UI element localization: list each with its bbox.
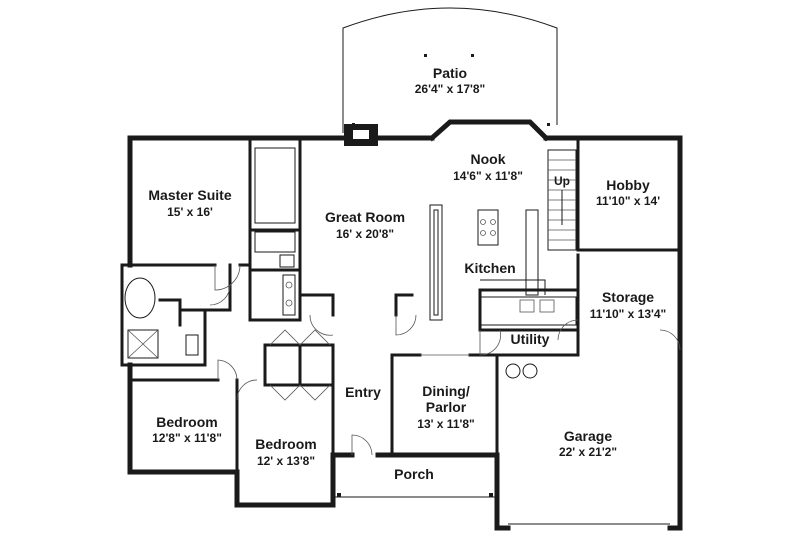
nook-name: Nook (471, 151, 506, 167)
garage-fixtures (505, 363, 670, 525)
kitchen-name: Kitchen (464, 260, 515, 276)
dining-name: Dining/ (422, 383, 470, 399)
fireplace (344, 124, 378, 146)
bedroom-1-name: Bedroom (156, 414, 217, 430)
patio-dims: 26'4" x 17'8" (415, 82, 485, 96)
nook-dims: 14'6" x 11'8" (453, 169, 523, 183)
doors (209, 264, 681, 456)
dining-dims: 13' x 11'8" (417, 417, 474, 431)
hobby-name: Hobby (606, 177, 650, 193)
stair-up-label: Up (554, 174, 570, 188)
hobby-dims: 11'10" x 14' (596, 194, 660, 208)
master-suite-name: Master Suite (148, 187, 231, 203)
utility-name: Utility (511, 331, 550, 347)
dining-name-2: Parlor (426, 399, 467, 415)
exterior-walls (127, 119, 683, 531)
master-bath-bay (120, 263, 159, 367)
master-suite-dims: 15' x 16' (167, 205, 213, 219)
patio-name: Patio (433, 65, 467, 81)
entry-name: Entry (345, 384, 381, 400)
porch-name: Porch (394, 466, 434, 482)
storage-dims: 11'10" x 13'4" (590, 307, 666, 321)
interior-walls (128, 136, 682, 474)
bedroom-2-dims: 12' x 13'8" (257, 454, 315, 468)
garage-dims: 22' x 21'2" (559, 445, 617, 459)
master-bath-fixtures (185, 147, 296, 356)
great-room-dims: 16' x 20'8" (336, 227, 394, 241)
staircase (547, 149, 577, 251)
great-room-name: Great Room (325, 209, 405, 225)
storage-name: Storage (602, 289, 654, 305)
bedroom-1-dims: 12'8" x 11'8" (152, 431, 222, 445)
bedroom-2-name: Bedroom (255, 436, 316, 452)
garage-name: Garage (564, 428, 612, 444)
room-labels: Patio 26'4" x 17'8" Master Suite 15' x 1… (148, 65, 666, 482)
porch-outline (333, 493, 497, 498)
kitchen-fixtures (429, 204, 577, 326)
